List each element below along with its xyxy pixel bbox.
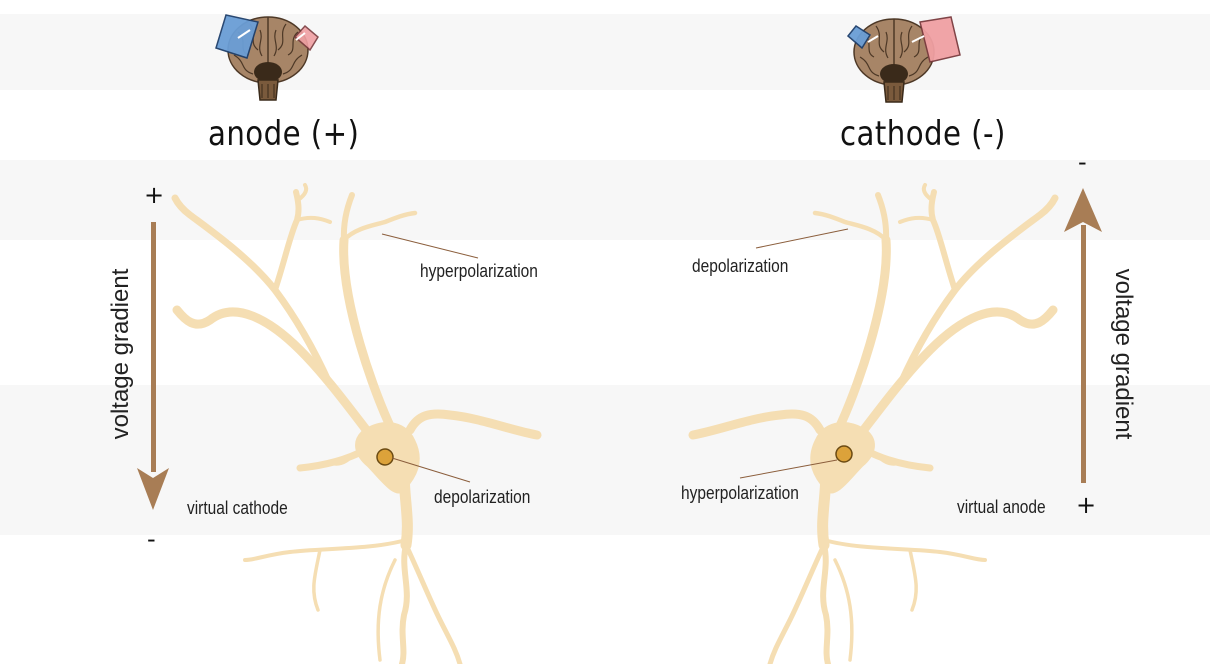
soma-nucleus [377,449,393,465]
soma-nucleus [836,446,852,462]
depolarization-label: depolarization [692,256,788,277]
hyperpolarization-label: hyperpolarization [681,483,799,504]
neuron-left [175,185,537,664]
virtual-anode-label: virtual anode [957,497,1046,518]
cathode-title: cathode (-) [840,114,1006,154]
voltage-gradient-label: voltage gradient [107,258,135,450]
leader-line [756,229,848,248]
anode-title: anode (+) [208,114,359,154]
gradient-bottom-sign: - [147,527,156,551]
voltage-gradient-label: voltage gradient [1109,259,1137,449]
virtual-cathode-label: virtual cathode [187,498,288,519]
depolarization-label: depolarization [434,487,530,508]
hyperpolarization-label: hyperpolarization [420,261,538,282]
leader-line [382,234,478,258]
gradient-bottom-sign: + [1076,493,1096,517]
voltage-gradient-arrow-down [137,222,169,510]
gradient-top-sign: - [1078,150,1087,174]
gradient-top-sign: + [144,183,164,207]
voltage-gradient-arrow-up [1064,188,1102,483]
